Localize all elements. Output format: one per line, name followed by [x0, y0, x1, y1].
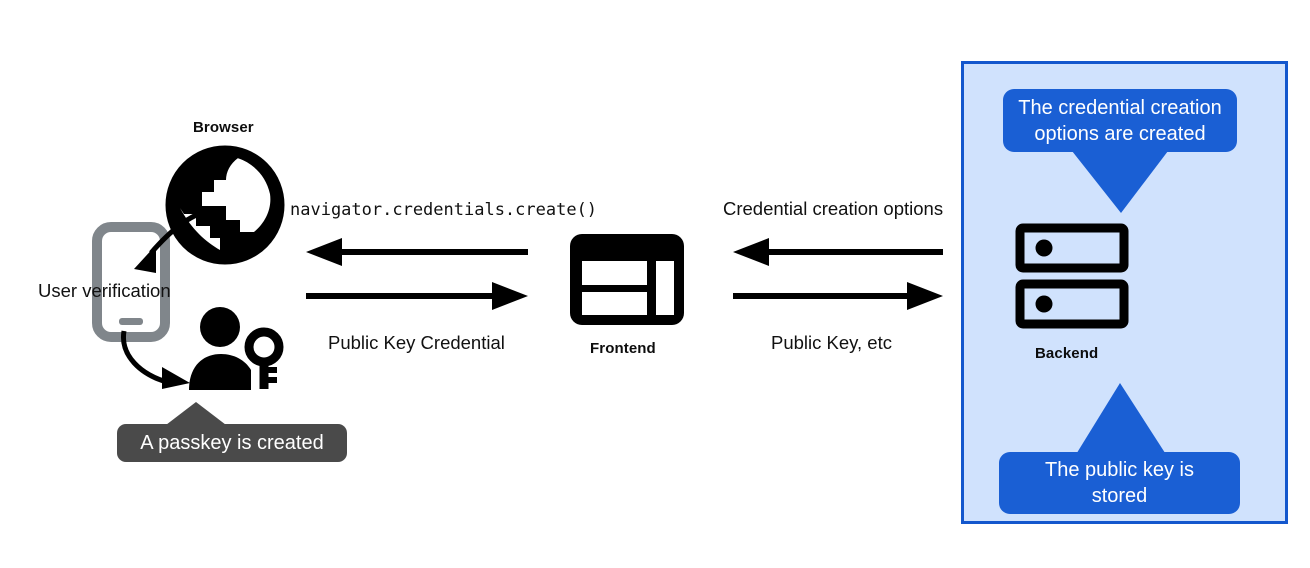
arrow-left-top-icon [306, 238, 528, 266]
passkey-tooltip-pointer-icon [162, 402, 230, 428]
backend-label: Backend [1035, 345, 1099, 362]
server-rack-icon [1015, 223, 1129, 329]
arrow-browser-to-phone-icon [134, 208, 209, 273]
callout-bottom-pointer-icon [1075, 383, 1167, 456]
flow-right-top-label: Credential creation options [723, 198, 944, 219]
browser-label: Browser [193, 119, 254, 136]
callout-public-key-stored: The public key is stored [999, 452, 1240, 514]
callout-credential-creation-options-text: The credential creation options are crea… [1018, 96, 1222, 145]
flow-right-bottom-label: Public Key, etc [771, 332, 892, 353]
flow-left-bottom-label: Public Key Credential [328, 332, 505, 353]
web-layout-icon [570, 234, 684, 325]
passkey-created-tooltip: A passkey is created [117, 424, 347, 462]
arrow-right-top-icon [733, 238, 943, 266]
user-verification-label: User verification [38, 280, 171, 301]
callout-public-key-stored-text: The public key is stored [1045, 459, 1194, 507]
arrow-phone-to-user-icon [121, 330, 190, 389]
arrow-right-bottom-icon [733, 282, 943, 310]
smartphone-icon [92, 222, 170, 342]
globe-icon [165, 145, 285, 265]
frontend-label: Frontend [590, 340, 656, 357]
flow-left-top-label: navigator.credentials.create() [290, 200, 598, 220]
person-with-key-icon [189, 307, 284, 390]
callout-credential-creation-options: The credential creation options are crea… [1003, 89, 1237, 152]
callout-top-pointer-icon [1072, 151, 1168, 213]
arrow-left-bottom-icon [306, 282, 528, 310]
passkey-created-tooltip-text: A passkey is created [140, 432, 324, 454]
